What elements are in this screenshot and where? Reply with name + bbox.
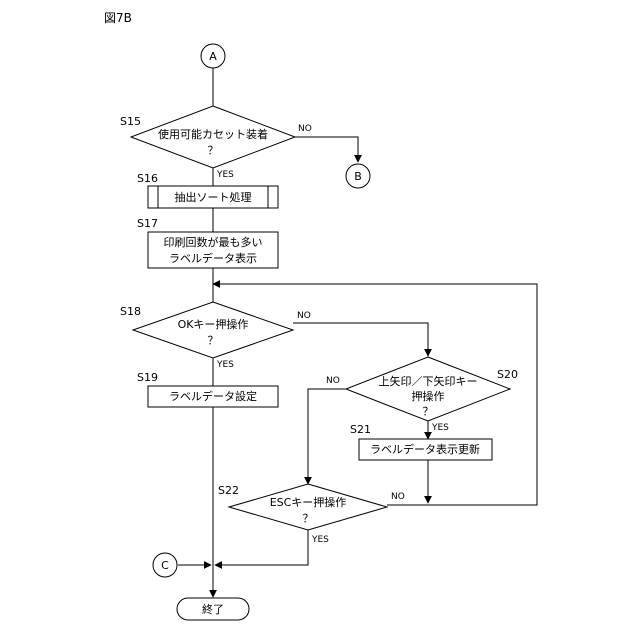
svg-text:印刷回数が最も多い: 印刷回数が最も多い [164, 235, 263, 249]
connector-b: B [346, 164, 370, 188]
connector-a: A [201, 44, 225, 68]
decision-s15: 使用可能カセット装着 ？ [131, 106, 295, 168]
figure-title: 図7B [104, 11, 132, 25]
svg-text:使用可能カセット装着: 使用可能カセット装着 [158, 127, 268, 141]
step-label-s18: S18 [120, 305, 141, 318]
decision-s22: ESCキー押操作 ？ [229, 484, 387, 530]
edge-label-s22-yes: YES [311, 535, 329, 545]
edge-label-s15-no: NO [298, 124, 312, 134]
process-s17: 印刷回数が最も多い ラベルデータ表示 [148, 232, 278, 268]
svg-text:？: ？ [423, 405, 434, 418]
step-label-s16: S16 [137, 172, 158, 185]
edge-label-s22-no: NO [391, 492, 405, 502]
edge-s20-no-s22 [308, 389, 346, 484]
svg-text:？: ？ [208, 144, 219, 157]
step-label-s21: S21 [350, 423, 371, 436]
svg-text:ESCキー押操作: ESCキー押操作 [270, 495, 347, 509]
decision-s20: 上矢印／下矢印キー 押操作 ？ [346, 357, 510, 421]
svg-text:OKキー押操作: OKキー押操作 [178, 317, 249, 331]
svg-text:終了: 終了 [202, 602, 224, 616]
edge-label-s18-no: NO [297, 311, 311, 321]
edge-label-s20-yes: YES [431, 423, 449, 433]
process-s19: ラベルデータ設定 [148, 386, 278, 407]
edge-label-s18-yes: YES [216, 360, 234, 370]
svg-text:ラベルデータ表示更新: ラベルデータ表示更新 [370, 442, 480, 456]
svg-text:ラベルデータ表示: ラベルデータ表示 [169, 251, 257, 265]
svg-text:？: ？ [208, 334, 219, 347]
edge-s18-no-s20 [293, 323, 428, 356]
step-label-s19: S19 [137, 371, 158, 384]
decision-s18: OKキー押操作 ？ [133, 302, 293, 358]
connector-c: C [153, 553, 177, 577]
edge-label-s20-no: NO [326, 376, 340, 386]
svg-text:C: C [161, 559, 169, 572]
step-label-s20: S20 [497, 368, 518, 381]
svg-text:B: B [354, 170, 362, 183]
svg-text:抽出ソート処理: 抽出ソート処理 [175, 190, 252, 204]
svg-text:押操作: 押操作 [412, 389, 445, 403]
step-label-s15: S15 [120, 115, 141, 128]
svg-text:ラベルデータ設定: ラベルデータ設定 [169, 389, 257, 403]
edge-label-s15-yes: YES [216, 170, 234, 180]
step-label-s22: S22 [218, 484, 239, 497]
process-s21: ラベルデータ表示更新 [359, 439, 492, 460]
edge-s22-yes-end [215, 530, 308, 565]
svg-text:A: A [209, 50, 217, 63]
terminal-end: 終了 [177, 598, 249, 620]
svg-text:上矢印／下矢印キー: 上矢印／下矢印キー [379, 374, 478, 388]
process-s16: 抽出ソート処理 [148, 186, 278, 208]
step-label-s17: S17 [137, 217, 158, 230]
svg-text:？: ？ [303, 512, 314, 525]
edge-s15-no-b [295, 137, 358, 162]
